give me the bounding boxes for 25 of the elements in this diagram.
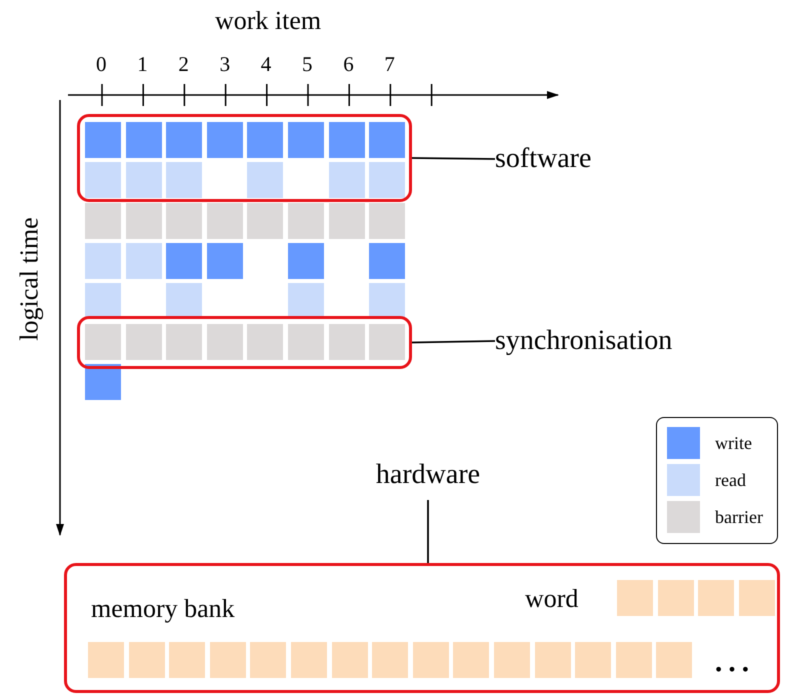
axis-title: work item: [215, 8, 322, 34]
tick-label: 5: [302, 54, 312, 75]
legend-label: write: [715, 434, 752, 452]
highlight-outline: [77, 316, 412, 369]
tick-label: 7: [384, 54, 395, 75]
highlight-outline: [77, 114, 412, 202]
legend-label: read: [715, 471, 746, 489]
tick-label: 0: [96, 54, 106, 75]
axis-title: logical time: [16, 217, 43, 341]
leader-line: [412, 340, 496, 344]
callout-label: hardware: [363, 458, 493, 492]
tick-label: 4: [260, 54, 272, 75]
box-label: memory bank: [91, 596, 235, 622]
leader-line: [412, 157, 496, 160]
tick-label: 1: [137, 54, 148, 75]
leader-line: [427, 500, 429, 563]
word-label: word: [525, 586, 578, 612]
ellipsis: …: [712, 638, 752, 678]
tick-label: 3: [220, 54, 230, 75]
hardware-box: [64, 563, 780, 693]
callout-label: software: [495, 142, 625, 176]
tick-label: 2: [178, 54, 189, 75]
tick-label: 6: [343, 54, 354, 75]
legend-label: barrier: [715, 508, 763, 526]
callout-label: synchronisation: [495, 324, 725, 358]
